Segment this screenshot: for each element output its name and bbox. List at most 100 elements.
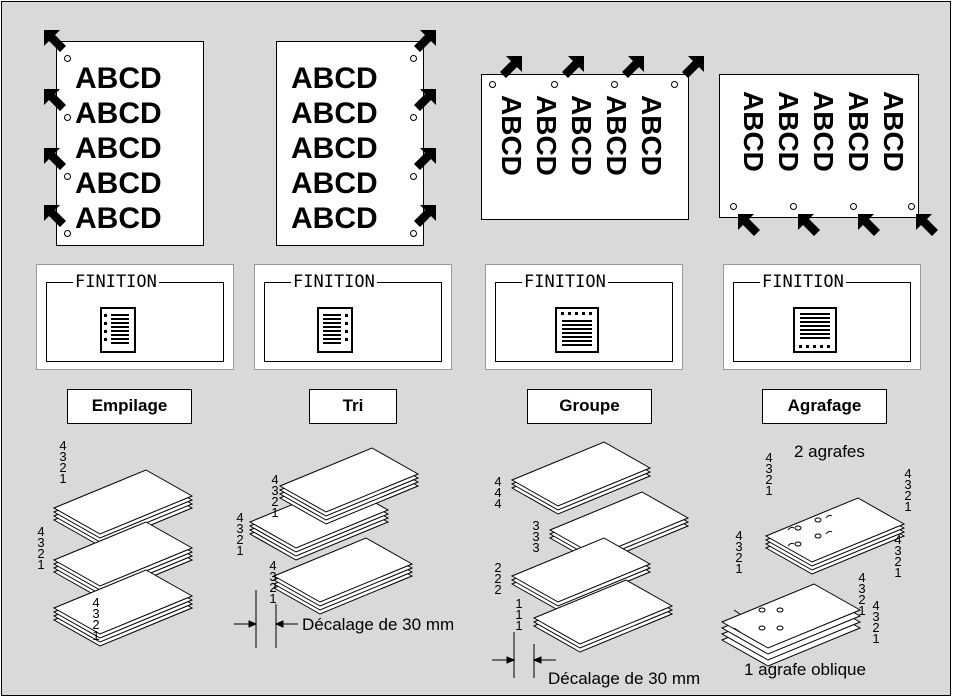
page-number: 2 <box>271 494 279 509</box>
page-number: 3 <box>37 535 45 550</box>
page-number: 3 <box>532 529 540 544</box>
offset-label-groupe: Décalage de 30 mm <box>548 669 701 688</box>
arrow-icon <box>44 148 66 170</box>
one-staple-oblique-label: 1 agrafe oblique <box>744 660 866 679</box>
sample-text: ABCD <box>75 167 162 200</box>
two-staples-label: 2 agrafes <box>794 442 865 461</box>
page-number: 2 <box>858 592 866 607</box>
punch-hole-icon <box>64 173 71 180</box>
finition-page-icon <box>555 307 599 353</box>
page-number: 2 <box>765 472 773 487</box>
finition-panel-groupe: FINITION <box>485 264 683 370</box>
punch-hole-icon <box>850 203 857 210</box>
page-number: 1 <box>92 628 100 643</box>
staple-icon <box>733 607 784 633</box>
mode-label-empilage: Empilage <box>67 389 192 424</box>
page-number: 3 <box>858 581 866 596</box>
page-number: 1 <box>37 557 45 572</box>
sample-text: ABCD <box>75 202 162 235</box>
sample-text: ABCD <box>291 97 378 130</box>
offset-label-tri: Décalage de 30 mm <box>302 615 455 634</box>
page-number: 3 <box>236 521 244 536</box>
page-number: 2 <box>894 554 902 569</box>
page-number: 2 <box>37 546 45 561</box>
page-number: 4 <box>735 528 743 543</box>
finition-page-icon <box>100 307 136 353</box>
finition-title: FINITION <box>522 272 608 292</box>
page-number: 1 <box>904 499 912 514</box>
page-number: 3 <box>894 543 902 558</box>
page-number: 4 <box>494 496 502 511</box>
page-number: 3 <box>532 540 540 555</box>
page-number: 4 <box>765 450 773 465</box>
page-number: 1 <box>765 483 773 498</box>
page-number: 1 <box>735 561 743 576</box>
page-number: 4 <box>271 472 279 487</box>
arrow-icon <box>916 214 938 236</box>
page-number: 2 <box>92 617 100 632</box>
finition-title: FINITION <box>73 272 159 292</box>
page-number: 3 <box>735 539 743 554</box>
page-number: 4 <box>858 570 866 585</box>
finition-panel-agrafage: FINITION <box>723 264 921 370</box>
page-number: 1 <box>872 631 880 646</box>
page-number: 1 <box>515 607 523 622</box>
punch-hole-icon <box>551 81 558 88</box>
page-number: 2 <box>872 620 880 635</box>
arrow-icon <box>738 214 760 236</box>
page-number: 3 <box>765 461 773 476</box>
document-agrafage: ABCD ABCD ABCD ABCD ABCD <box>719 74 919 218</box>
page-number: 4 <box>872 598 880 613</box>
arrow-icon <box>798 214 820 236</box>
mode-label-groupe: Groupe <box>527 389 652 424</box>
finition-page-icon <box>317 307 353 353</box>
punch-hole-icon <box>410 55 417 62</box>
finition-panel-empilage: FINITION <box>36 264 234 370</box>
page-number: 2 <box>904 488 912 503</box>
page-number: 3 <box>92 606 100 621</box>
arrow-icon <box>682 56 704 78</box>
document-tri: ABCD ABCD ABCD ABCD ABCD <box>276 41 424 246</box>
punch-hole-icon <box>611 81 618 88</box>
punch-hole-icon <box>64 230 71 237</box>
page-number: 2 <box>269 580 277 595</box>
finition-title: FINITION <box>291 272 377 292</box>
page-number: 1 <box>59 471 67 486</box>
page-number: 2 <box>59 460 67 475</box>
punch-hole-icon <box>410 114 417 121</box>
sample-text: ABCD <box>291 62 378 95</box>
arrow-icon <box>562 56 584 78</box>
punch-hole-icon <box>64 114 71 121</box>
page-number: 3 <box>532 518 540 533</box>
punch-hole-icon <box>64 55 71 62</box>
staple-icon <box>787 514 833 547</box>
mode-label-tri: Tri <box>309 389 397 424</box>
page-number: 2 <box>494 560 502 575</box>
arrow-icon <box>44 30 66 52</box>
page-number: 3 <box>269 569 277 584</box>
arrow-icon <box>500 56 522 78</box>
punch-hole-icon <box>730 203 737 210</box>
page-number: 4 <box>494 485 502 500</box>
sample-text: ABCD <box>291 167 378 200</box>
page-number: 3 <box>904 477 912 492</box>
page-number: 4 <box>269 558 277 573</box>
punch-hole-icon <box>908 203 915 210</box>
page-number: 2 <box>494 571 502 586</box>
page-number: 2 <box>735 550 743 565</box>
page-number: 4 <box>494 474 502 489</box>
finition-title: FINITION <box>760 272 846 292</box>
page-number: 1 <box>515 596 523 611</box>
arrow-icon <box>414 205 436 227</box>
punch-hole-icon <box>790 203 797 210</box>
page-number: 1 <box>894 565 902 580</box>
paper-stack-icon <box>721 583 861 667</box>
punch-hole-icon <box>410 230 417 237</box>
punch-hole-icon <box>410 173 417 180</box>
sample-text: ABCD <box>291 202 378 235</box>
sample-text: ABCD <box>75 97 162 130</box>
arrow-icon <box>414 148 436 170</box>
finition-panel-tri: FINITION <box>254 264 452 370</box>
page-number: 4 <box>37 524 45 539</box>
